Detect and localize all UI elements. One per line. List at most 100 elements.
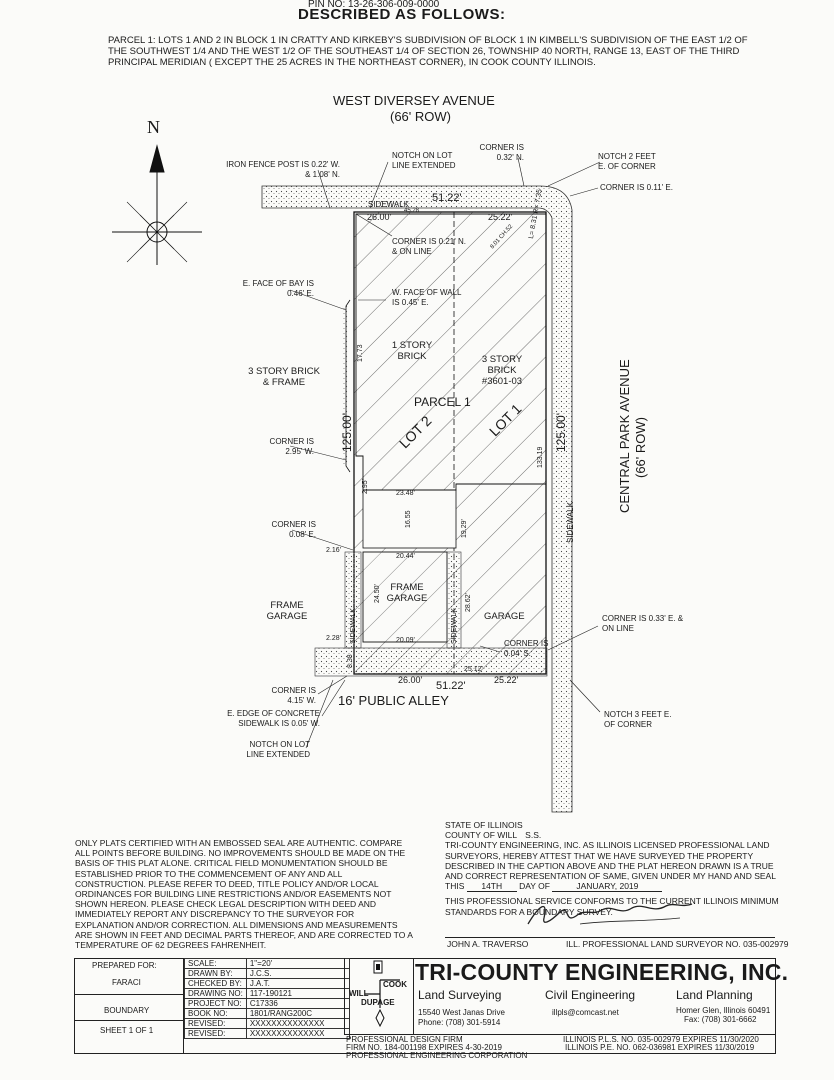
company-name: TRI-COUNTY ENGINEERING, INC.: [415, 959, 789, 985]
survey-type: BOUNDARY: [104, 1006, 150, 1015]
dim-228: 2.28': [326, 635, 341, 642]
row-value: J.C.S.: [245, 968, 350, 979]
dim-2512: 25.12': [464, 666, 483, 673]
surveyor-license: ILL. PROFESSIONAL LAND SURVEYOR NO. 035-…: [566, 939, 789, 949]
dim-2009: 20.09': [396, 637, 415, 644]
cert-county: COUNTY OF WILL: [445, 830, 517, 841]
row-label: REVISED:: [184, 1028, 247, 1039]
dim-top: 51.22': [432, 192, 462, 204]
note-corner-032: CORNER IS 0.32' N.: [479, 143, 524, 162]
design-corp: PROFESSIONAL ENGINEERING CORPORATION: [346, 1051, 528, 1060]
dim-1773: 17.73: [357, 344, 364, 362]
frame-garage-inside-label: FRAME GARAGE: [386, 582, 428, 604]
page-title: DESCRIBED AS FOLLOWS:: [298, 6, 506, 23]
pin-number: PIN NO: 13-26-306-009-0000: [308, 0, 440, 10]
north-label: N: [147, 117, 160, 137]
street-north: WEST DIVERSEY AVENUE: [333, 93, 495, 108]
county-cook: COOK: [383, 980, 407, 989]
dim-2450: 24.50': [374, 584, 381, 603]
pls-license: ILLINOIS P.L.S. NO. 035-002979 EXPIRES 1…: [563, 1035, 759, 1044]
pe-license: ILLINOIS P.E. NO. 062-036981 EXPIRES 11/…: [565, 1043, 755, 1052]
note-bay: E. FACE OF BAY IS 0.46' E.: [242, 279, 314, 298]
row-value: XXXXXXXXXXXXXX: [245, 1018, 350, 1029]
row-north: (66' ROW): [390, 109, 451, 124]
frame-garage-outside-label: FRAME GARAGE: [266, 600, 308, 622]
email-line: illpls@comcast.net: [552, 1008, 619, 1017]
sidewalk-mid: SIDEWALK: [451, 608, 458, 644]
street-east: CENTRAL PARK AVENUE: [617, 359, 632, 513]
note-wall: W. FACE OF WALL IS 0.45' E.: [392, 288, 462, 307]
cert-body: TRI-COUNTY ENGINEERING, INC. AS ILLINOIS…: [445, 840, 776, 882]
general-notes: ONLY PLATS CERTIFIED WITH AN EMBOSSED SE…: [75, 838, 413, 951]
dim-top-25: 25.22': [488, 212, 513, 222]
design-firm-no: FIRM NO. 184-001198 EXPIRES 4-30-2019: [346, 1043, 502, 1052]
city-line: Homer Glen, Illinois 60491: [676, 1006, 771, 1015]
dim-1655: 16.55: [405, 510, 412, 528]
building-3-story: [355, 213, 547, 491]
service-civil-engineering: Civil Engineering: [545, 988, 636, 1002]
row-east: (66' ROW): [633, 417, 648, 478]
cert-day-of: DAY OF: [519, 881, 550, 892]
note-notch-2ft: NOTCH 2 FEET E. OF CORNER: [598, 152, 656, 171]
design-firm: PROFESSIONAL DESIGN FIRM: [346, 1035, 463, 1044]
row-label: DRAWN BY:: [184, 968, 247, 979]
cert-standard: THIS PROFESSIONAL SERVICE CONFORMS TO TH…: [445, 896, 779, 917]
sidewalk-west: SIDEWALK: [350, 608, 357, 644]
dim-2348: 23.48': [396, 490, 415, 497]
dim-left: 125.00': [340, 413, 354, 452]
dim-top-26: 26.00': [367, 212, 392, 222]
row-value: J.A.T.: [245, 978, 350, 989]
three-story-label: 3 STORY BRICK #3601-03: [481, 354, 523, 387]
prepared-for-label: PREPARED FOR:: [92, 961, 157, 970]
note-notch-3ft: NOTCH 3 FEET E. OF CORNER: [604, 710, 672, 729]
row-label: REVISED:: [184, 1018, 247, 1029]
sidewalk-strip-west: [344, 551, 362, 649]
row-label: PROJECT NO:: [184, 998, 247, 1009]
cert-this: THIS: [445, 881, 465, 892]
sidewalk-east: SIDEWALK: [566, 501, 575, 543]
service-land-planning: Land Planning: [676, 988, 753, 1002]
dim-bot-25: 25.22': [494, 675, 519, 685]
dim-2862: 28.62': [465, 593, 472, 612]
dim-838: 8.38: [347, 654, 354, 668]
sidewalk-north: [261, 185, 573, 813]
dim-1929: 19.29': [461, 519, 468, 538]
service-land-surveying: Land Surveying: [418, 988, 502, 1002]
county-dupage: DUPAGE: [361, 998, 395, 1007]
sidewalk-strip-mid: [446, 551, 462, 649]
note-corner-033: CORNER IS 0.33' E. & ON LINE: [602, 614, 684, 633]
sheet-number: SHEET 1 OF 1: [100, 1026, 154, 1035]
row-value: C17336: [245, 998, 350, 1009]
cert-date: JANUARY, 2019: [552, 881, 663, 893]
dim-13319: 133.19: [537, 446, 544, 468]
sidewalk-top: SIDEWALK: [368, 200, 410, 209]
legal-description: PARCEL 1: LOTS 1 AND 2 IN BLOCK 1 IN CRA…: [108, 35, 748, 69]
north-arrow: [112, 144, 202, 265]
row-label: BOOK NO:: [184, 1008, 247, 1019]
courtyard: [362, 489, 457, 549]
bldg-west-label: 3 STORY BRICK & FRAME: [248, 366, 320, 388]
note-iron-fence: IRON FENCE POST IS 0.22' W. & 1.08' N.: [226, 160, 340, 179]
note-corner-008: CORNER IS 0.08' E.: [271, 520, 316, 539]
note-corner-295: CORNER IS 2.95' W.: [269, 437, 314, 456]
dim-216: 2.16': [326, 547, 341, 554]
parcel-label: PARCEL 1: [414, 395, 471, 409]
county-will: WILL: [349, 989, 369, 998]
row-value: 117-190121: [245, 988, 350, 999]
surveyor-certificate: STATE OF ILLINOIS COUNTY OF WILL S.S. TR…: [445, 820, 785, 917]
cert-ss: S.S.: [525, 830, 542, 841]
note-corner-415: CORNER IS 4.15' W.: [271, 686, 316, 705]
note-corner-004: CORNER IS 0.04' S.: [504, 639, 549, 658]
row-value: XXXXXXXXXXXXXX: [245, 1028, 350, 1039]
note-corner-021: CORNER IS 0.21' N. & ON LINE: [392, 237, 466, 256]
cert-state: STATE OF ILLINOIS: [445, 820, 523, 830]
dim-2044: 20.44': [396, 553, 415, 560]
alley-label: 16' PUBLIC ALLEY: [338, 693, 449, 708]
dim-295: 2.95': [362, 479, 369, 494]
title-block: PREPARED FOR: FARACI BOUNDARY SHEET 1 OF…: [74, 958, 776, 1056]
row-value: 1"=20': [245, 958, 350, 969]
row-label: CHECKED BY:: [184, 978, 247, 989]
row-label: DRAWING NO:: [184, 988, 247, 999]
plat-drawing: [112, 144, 601, 813]
prepared-for: FARACI: [112, 978, 141, 987]
